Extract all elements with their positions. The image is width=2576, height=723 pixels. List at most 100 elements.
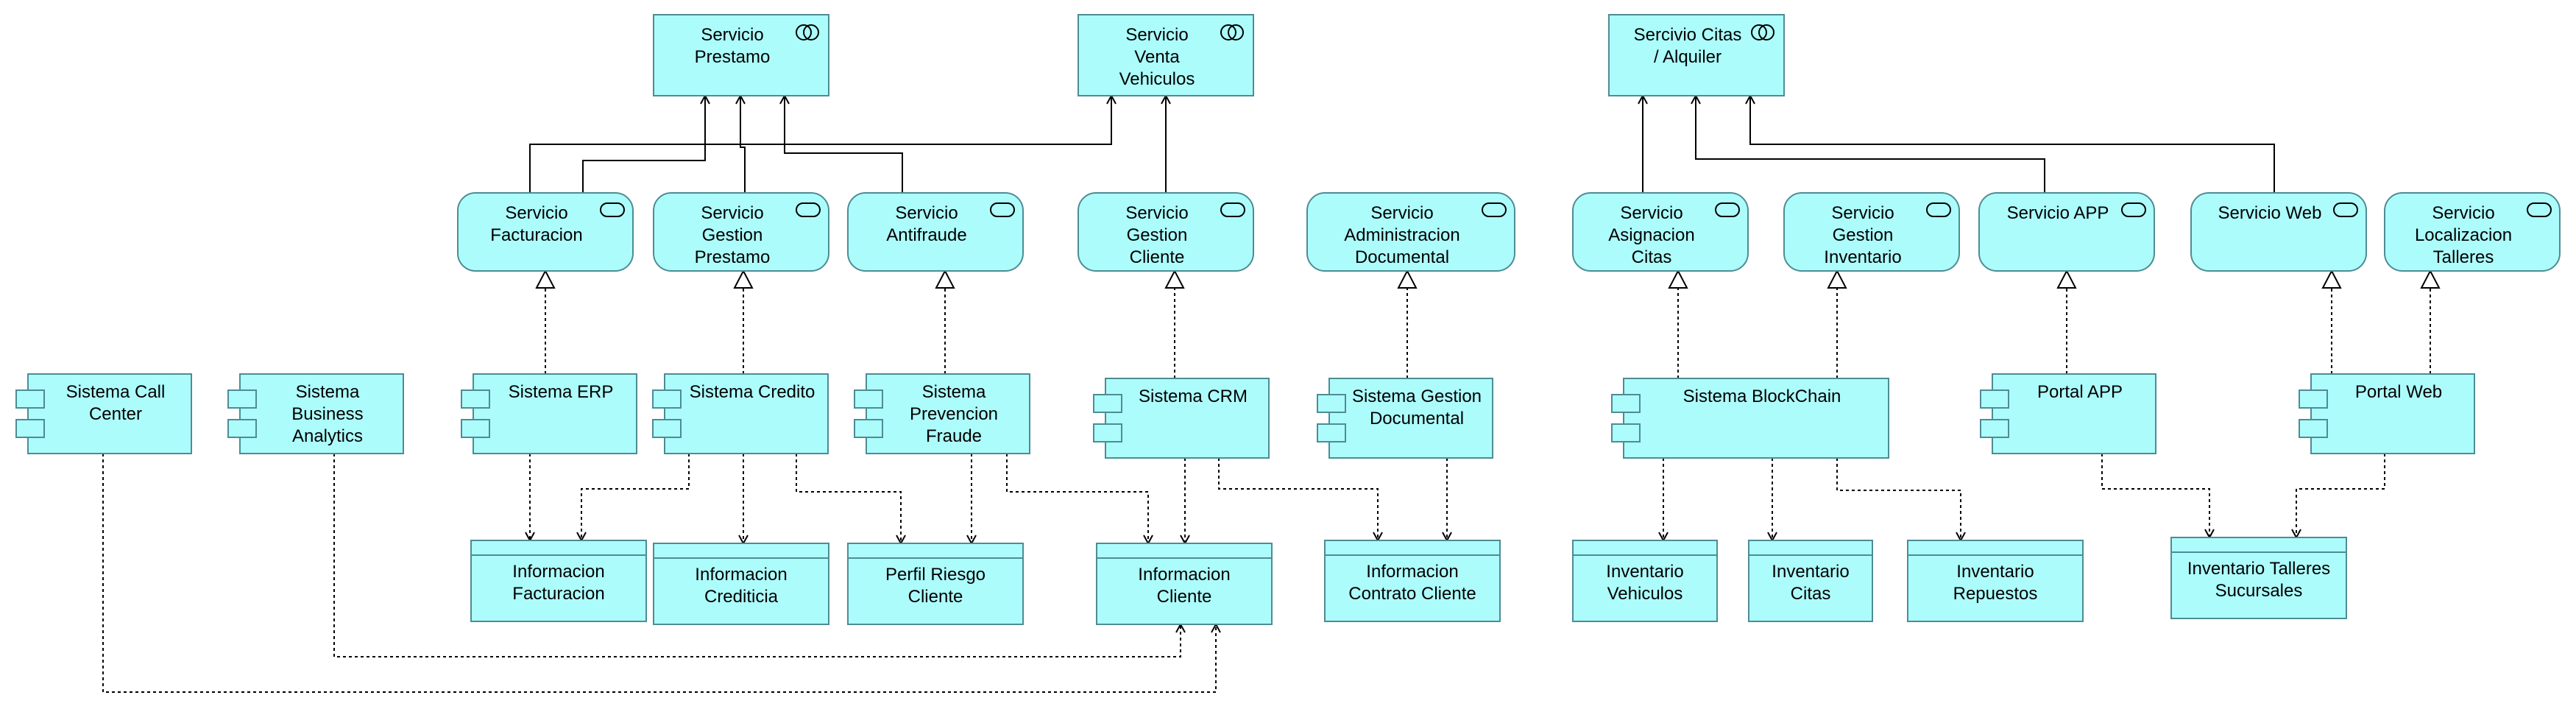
component-label: Sistema Gestion — [1352, 387, 1482, 406]
component-label: Analytics — [292, 426, 363, 446]
component-label: Prevencion — [910, 404, 998, 424]
access-blockchain-repuestos — [1836, 458, 1966, 543]
data-object-label: Informacion — [695, 565, 787, 585]
access-credito-facturacion — [576, 454, 690, 543]
service-label: Sercivio Citas — [1634, 25, 1742, 45]
data-object-label: Contrato Cliente — [1348, 584, 1476, 604]
service-label: Gestion — [1127, 225, 1188, 245]
service-label: Servicio — [1125, 25, 1188, 45]
service-icon — [600, 202, 625, 217]
serving-gestion-prestamo — [735, 94, 746, 193]
service-label: Servicio APP — [2007, 203, 2109, 223]
access-analytics-cliente — [333, 454, 1186, 657]
component-blockchain[interactable]: Sistema BlockChain — [1611, 378, 1889, 459]
data-object-label: Informacion — [1138, 565, 1230, 585]
component-icon — [1611, 394, 1641, 442]
application-service-app[interactable]: Servicio APP — [1978, 192, 2155, 272]
service-label: Servicio — [1620, 203, 1682, 223]
service-label: Servicio — [701, 25, 763, 45]
serving-antifraude-prestamo — [779, 94, 903, 193]
service-label: Servicio — [1370, 203, 1433, 223]
service-icon — [1220, 202, 1245, 217]
component-label: Center — [89, 404, 142, 424]
application-service-web[interactable]: Servicio Web — [2190, 192, 2367, 272]
component-label: Fraude — [926, 426, 982, 446]
component-portal-web[interactable]: Portal Web — [2299, 373, 2475, 454]
access-crm-contrato — [1218, 458, 1383, 543]
service-icon — [1715, 202, 1740, 217]
access-fraude-cliente — [1006, 454, 1153, 546]
component-icon — [227, 389, 257, 438]
service-interface-icon — [1751, 24, 1774, 40]
data-object-label: Cliente — [908, 587, 963, 607]
component-label: Sistema — [922, 382, 986, 402]
service-label: Localizacion — [2415, 225, 2512, 245]
access-credito-riesgo — [796, 454, 906, 546]
component-label: Documental — [1370, 409, 1464, 428]
component-label: Business — [291, 404, 363, 424]
service-icon — [2527, 202, 2552, 217]
component-crm[interactable]: Sistema CRM — [1093, 378, 1270, 459]
component-erp[interactable]: Sistema ERP — [461, 373, 637, 454]
service-label: Servicio — [1831, 203, 1894, 223]
service-label: Servicio — [2432, 203, 2494, 223]
data-object-label: Facturacion — [512, 584, 604, 604]
component-icon — [1317, 394, 1346, 442]
data-object-label: Repuestos — [1953, 584, 2038, 604]
service-label: Gestion — [702, 225, 763, 245]
component-icon — [1980, 389, 2009, 438]
component-label: Portal APP — [2037, 382, 2123, 402]
nodes-layer: ServicioPrestamoServicioVentaVehiculosSe… — [15, 14, 2561, 625]
data-object-label: Citas — [1791, 584, 1831, 604]
data-object-label: Inventario Talleres — [2187, 559, 2330, 579]
data-object-label: Inventario — [1956, 562, 2034, 582]
service-label: / Alquiler — [1654, 47, 1722, 67]
component-label: Sistema ERP — [509, 382, 614, 402]
service-interface-icon — [1220, 24, 1244, 40]
data-object-label: Informacion — [1366, 562, 1458, 582]
service-icon — [796, 202, 821, 217]
service-label: Venta — [1134, 47, 1180, 67]
service-label: Gestion — [1833, 225, 1894, 245]
component-label: Sistema — [296, 382, 360, 402]
component-portal-app[interactable]: Portal APP — [1980, 373, 2156, 454]
component-credito[interactable]: Sistema Credito — [652, 373, 829, 454]
service-label: Servicio — [701, 203, 763, 223]
data-object-label: Vehiculos — [1607, 584, 1683, 604]
service-label: Facturacion — [490, 225, 582, 245]
data-object-label: Perfil Riesgo — [885, 565, 986, 585]
data-object-label: Cliente — [1157, 587, 1212, 607]
component-label: Portal Web — [2355, 382, 2442, 402]
service-label: Vehiculos — [1119, 69, 1195, 89]
service-label: Servicio Web — [2218, 203, 2322, 223]
component-icon — [2299, 389, 2328, 438]
access-portal-app-talleres — [2101, 454, 2215, 540]
business-service-citas[interactable]: Sercivio Citas/ Alquiler — [1608, 14, 1785, 96]
component-icon — [15, 389, 45, 438]
service-label: Talleres — [2433, 247, 2494, 267]
